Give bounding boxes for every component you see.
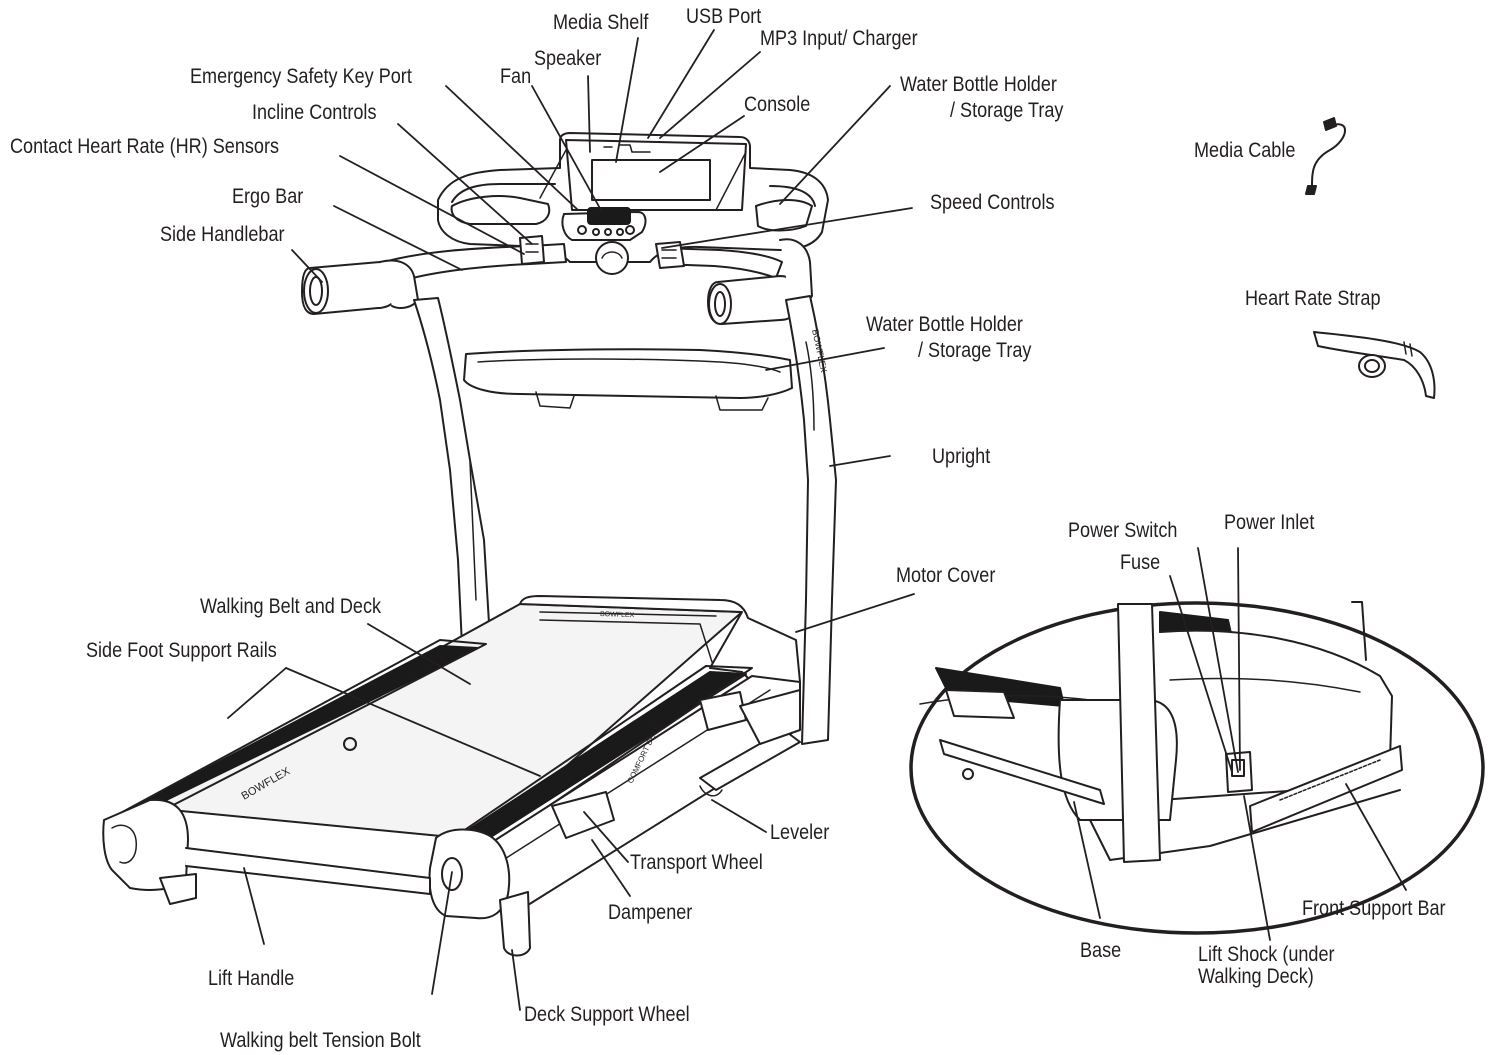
heart-rate-strap <box>1313 331 1436 399</box>
media-cable <box>1305 117 1346 195</box>
leader-lines <box>227 29 1407 1011</box>
middle-tray <box>463 348 793 411</box>
right-upright: BOWFLEX <box>785 295 837 745</box>
label-side-foot-rails: Side Foot Support Rails <box>86 639 277 662</box>
label-lift-shock-1: Lift Shock (under <box>1198 943 1335 966</box>
label-dampener: Dampener <box>608 901 693 924</box>
label-tension-bolt: Walking belt Tension Bolt <box>220 1029 421 1052</box>
label-transport-wheel: Transport Wheel <box>630 851 763 874</box>
label-power-inlet: Power Inlet <box>1224 511 1315 534</box>
label-emergency-key: Emergency Safety Key Port <box>190 65 412 88</box>
label-lift-shock-2: Walking Deck) <box>1198 965 1314 988</box>
side-handlebars <box>301 238 813 325</box>
label-usb-port: USB Port <box>686 5 762 28</box>
label-water-bottle-mid-1: Water Bottle Holder <box>866 313 1023 336</box>
label-walking-belt-deck: Walking Belt and Deck <box>200 595 382 618</box>
label-speaker: Speaker <box>534 47 602 70</box>
label-deck-support-wheel: Deck Support Wheel <box>524 1003 690 1026</box>
label-media-shelf: Media Shelf <box>553 11 649 34</box>
walking-deck: BOWFLEX <box>102 595 801 957</box>
label-motor-cover: Motor Cover <box>896 564 996 587</box>
label-contact-hr: Contact Heart Rate (HR) Sensors <box>10 135 279 158</box>
label-side-handlebar: Side Handlebar <box>160 223 285 246</box>
label-ergo-bar: Ergo Bar <box>232 185 304 208</box>
label-water-bottle-top-2: / Storage Tray <box>950 99 1064 122</box>
svg-text:BOWFLEX: BOWFLEX <box>600 611 635 619</box>
label-fuse: Fuse <box>1120 551 1161 574</box>
label-mp3-input: MP3 Input/ Charger <box>760 27 918 50</box>
label-power-switch: Power Switch <box>1068 519 1178 542</box>
label-incline-controls: Incline Controls <box>252 101 377 124</box>
detail-inset <box>909 601 1485 935</box>
label-front-support-bar: Front Support Bar <box>1302 897 1446 920</box>
label-lift-handle: Lift Handle <box>208 967 295 990</box>
label-speed-controls: Speed Controls <box>930 191 1055 214</box>
label-media-cable: Media Cable <box>1194 139 1296 162</box>
treadmill-drawing: BOWFLEX BOWFLEX <box>102 117 1485 957</box>
label-water-bottle-top-1: Water Bottle Holder <box>900 73 1057 96</box>
label-fan: Fan <box>500 65 532 88</box>
label-water-bottle-mid-2: / Storage Tray <box>918 339 1032 362</box>
label-console: Console <box>744 93 811 116</box>
label-base: Base <box>1080 939 1122 962</box>
console-housing <box>437 132 829 275</box>
left-upright <box>413 297 491 647</box>
label-leveler: Leveler <box>770 821 830 844</box>
label-upright: Upright <box>932 445 991 468</box>
label-heart-rate-strap: Heart Rate Strap <box>1245 287 1381 310</box>
